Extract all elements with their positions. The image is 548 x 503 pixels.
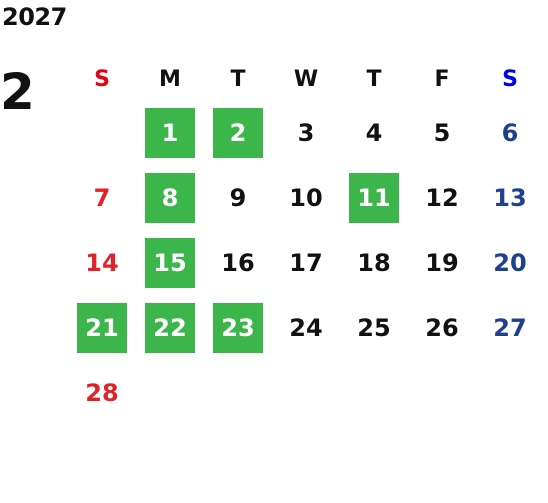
weekday-header-sunday: S [94,67,110,92]
day-number: 5 [433,118,451,147]
day-number: 12 [425,183,459,212]
day-number: 9 [229,183,247,212]
day-cell[interactable]: 3 [272,100,340,165]
day-cell[interactable]: 1 [136,100,204,165]
year-label: 2027 [2,3,67,31]
day-cell[interactable]: 14 [68,230,136,295]
day-number: 18 [357,248,391,277]
day-cell[interactable]: 12 [408,165,476,230]
day-cell[interactable]: 24 [272,295,340,360]
weekday-header-friday: F [434,67,450,92]
day-number: 19 [425,248,459,277]
day-cell[interactable]: 13 [476,165,544,230]
day-cell[interactable]: 23 [204,295,272,360]
day-number: 13 [493,183,527,212]
day-cell[interactable]: 9 [204,165,272,230]
day-cell[interactable]: 11 [340,165,408,230]
day-number-highlighted: 8 [145,172,195,223]
day-cell[interactable]: 2 [204,100,272,165]
day-cell[interactable]: 5 [408,100,476,165]
weekday-header-thursday: T [366,67,382,92]
weekday-header-saturday: S [502,67,518,92]
day-number: 27 [493,313,527,342]
day-cell[interactable]: 15 [136,230,204,295]
day-cell[interactable]: 16 [204,230,272,295]
day-number: 26 [425,313,459,342]
weekday-header-monday: M [159,67,181,92]
day-number: 6 [501,118,519,147]
day-number-highlighted: 11 [349,172,399,223]
day-number: 25 [357,313,391,342]
day-cell[interactable]: 10 [272,165,340,230]
day-number-highlighted: 1 [145,107,195,158]
day-number-highlighted: 2 [213,107,263,158]
day-cell[interactable]: 17 [272,230,340,295]
day-cell[interactable]: 22 [136,295,204,360]
day-number: 20 [493,248,527,277]
day-number: 28 [85,378,119,407]
day-cell[interactable]: 8 [136,165,204,230]
day-cell[interactable]: 6 [476,100,544,165]
day-number: 16 [221,248,255,277]
day-cell[interactable]: 27 [476,295,544,360]
day-cell[interactable]: 21 [68,295,136,360]
day-number: 7 [93,183,111,212]
day-cell[interactable]: 18 [340,230,408,295]
day-number-highlighted: 22 [145,302,195,353]
empty-cell [68,100,136,165]
day-cell[interactable]: 25 [340,295,408,360]
day-number-highlighted: 21 [77,302,127,353]
day-number: 17 [289,248,323,277]
month-number: 2 [0,63,35,121]
day-number-highlighted: 15 [145,237,195,288]
day-cell[interactable]: 7 [68,165,136,230]
day-number: 14 [85,248,119,277]
day-cell[interactable]: 28 [68,360,136,425]
day-cell[interactable]: 4 [340,100,408,165]
day-cell[interactable]: 19 [408,230,476,295]
day-number: 24 [289,313,323,342]
day-number: 10 [289,183,323,212]
weekday-header-wednesday: W [293,67,319,92]
day-number: 3 [297,118,315,147]
day-cell[interactable]: 26 [408,295,476,360]
day-cell[interactable]: 20 [476,230,544,295]
weekday-header-tuesday: T [230,67,246,92]
day-number-highlighted: 23 [213,302,263,353]
day-number: 4 [365,118,383,147]
